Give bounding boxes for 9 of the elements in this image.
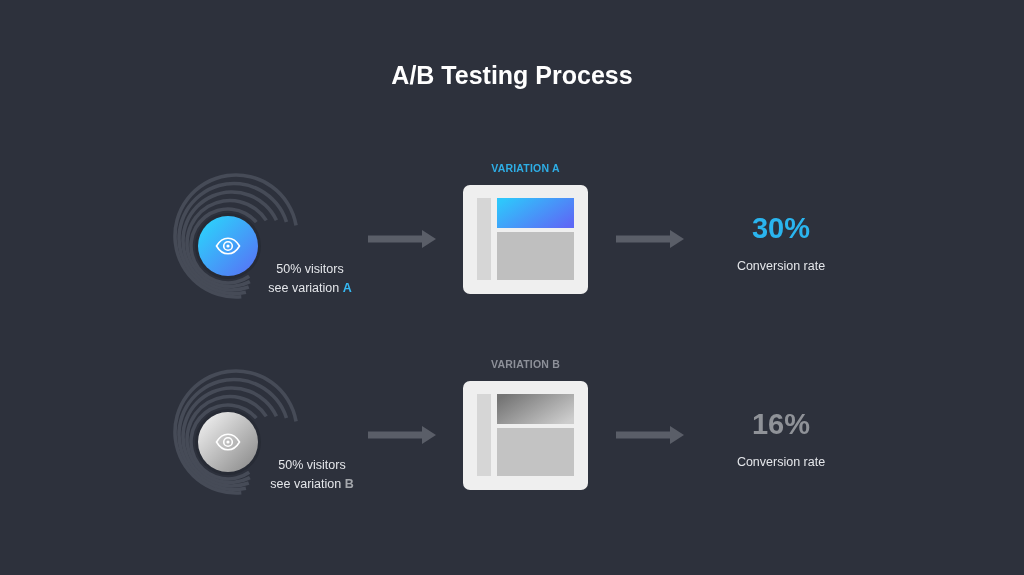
conversion-caption: Conversion rate (736, 258, 826, 274)
visitor-share-text: 50% visitors see variation B (269, 457, 355, 493)
variation-heading: VARIATION A (491, 162, 560, 175)
visitor-share-text: 50% visitors see variation A (267, 261, 353, 297)
variation-heading: VARIATION B (491, 358, 560, 371)
conversion-percentage: 30% (752, 212, 810, 244)
diagram-title: A/B Testing Process (391, 60, 633, 90)
conversion-caption: Conversion rate (736, 454, 826, 470)
conversion-percentage: 16% (752, 408, 810, 440)
